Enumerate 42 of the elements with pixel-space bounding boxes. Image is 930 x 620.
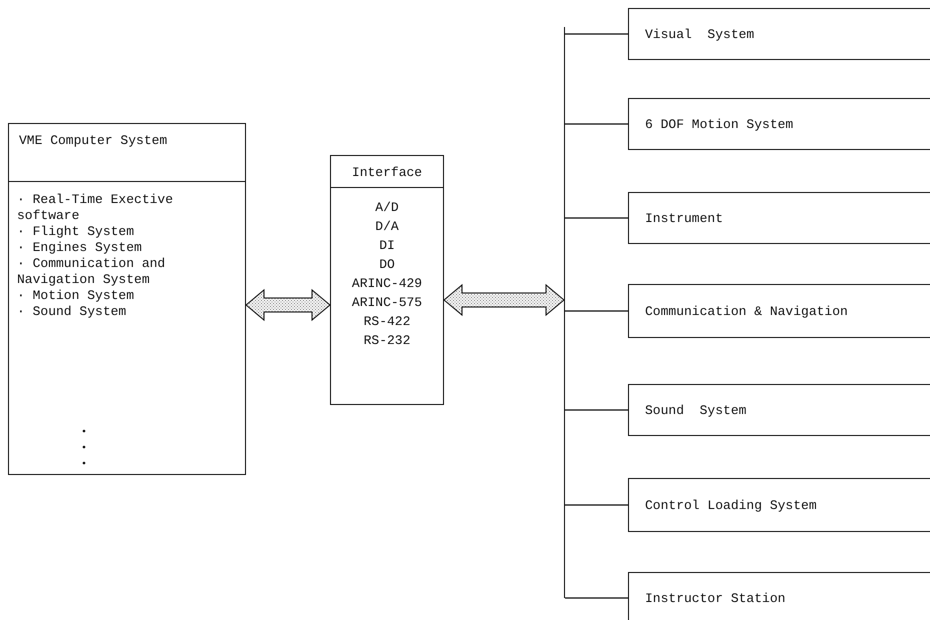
connector-line: [565, 597, 628, 599]
interface-item: RS-232: [362, 332, 412, 350]
box-heading: VME Computer System: [9, 124, 245, 182]
list-item: · Sound System: [16, 304, 128, 320]
subsystem-label: Visual System: [645, 26, 754, 42]
interface-item: ARINC-429: [350, 275, 424, 293]
list-item: · Real-Time Exective software: [16, 192, 174, 224]
bus-line: [564, 27, 567, 598]
list-item: · Communication and Navigation System: [16, 256, 166, 288]
interface-item: D/A: [374, 218, 400, 236]
list-item: · Motion System: [16, 288, 136, 304]
subsystem-label: Instructor Station: [645, 590, 786, 606]
connector-line: [565, 310, 628, 312]
connector-line: [565, 217, 628, 219]
connector-line: [565, 409, 628, 411]
interface-item: ARINC-575: [350, 294, 424, 312]
connector-line: [565, 504, 628, 506]
list-item: · Engines System: [16, 240, 143, 256]
subsystem-label: Control Loading System: [645, 498, 817, 512]
subsystem-label: 6 DOF Motion System: [645, 116, 794, 132]
double-block-arrow: [245, 288, 331, 322]
list-item: · Flight System: [16, 224, 136, 240]
interface-item: DO: [378, 256, 396, 274]
subsystem-box: [628, 384, 930, 436]
box-heading: Interface: [331, 156, 443, 188]
connector-line: [565, 33, 628, 35]
double-block-arrow: [443, 284, 565, 316]
subsystem-box: [628, 8, 930, 60]
subsystem-box: [628, 98, 930, 150]
subsystem-label: Instrument: [645, 210, 724, 226]
connector-line: [565, 123, 628, 125]
subsystem-label: Communication & Navigation: [645, 304, 848, 318]
interface-item: RS-422: [362, 313, 412, 331]
subsystem-box: [628, 284, 930, 338]
subsystem-box: [628, 478, 930, 532]
subsystem-box: [628, 572, 930, 620]
interface-item: DI: [378, 237, 396, 255]
subsystem-label: Sound System: [645, 402, 746, 418]
subsystem-box: [628, 192, 930, 244]
interface-box: [330, 155, 444, 405]
computer-system-box: [8, 123, 246, 475]
interface-item: A/D: [374, 199, 400, 217]
